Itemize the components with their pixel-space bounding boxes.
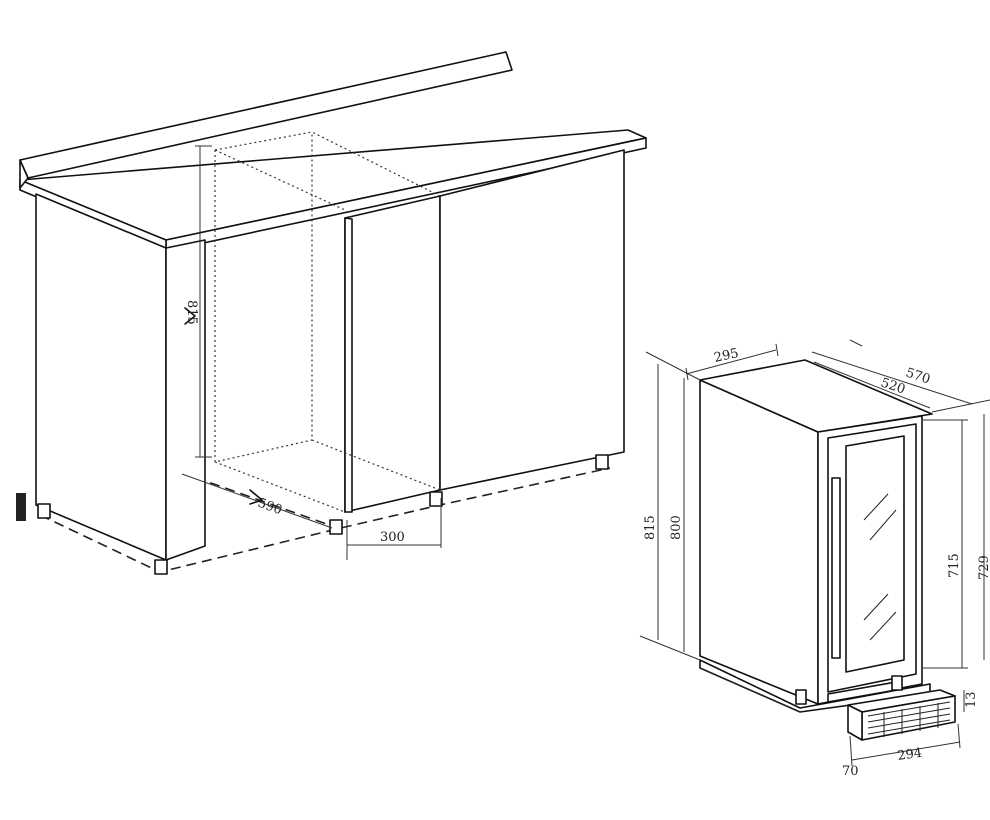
niche-back bbox=[214, 149, 346, 211]
kick-plate: 294 70 13 bbox=[842, 689, 979, 779]
kick-ext-line bbox=[849, 735, 853, 767]
kick-plate-side bbox=[847, 704, 863, 741]
wine-fridge: 295 570 520 815 800 715 729 bbox=[639, 339, 990, 713]
label-kick-width: 294 bbox=[896, 746, 923, 764]
label-door-height-a: 715 bbox=[947, 553, 962, 578]
foot bbox=[595, 454, 609, 470]
label-fridge-height-total: 815 bbox=[643, 515, 658, 540]
cabinet-feet bbox=[16, 454, 609, 575]
right-cabinet-side bbox=[344, 217, 353, 513]
left-cabinet-front bbox=[165, 239, 206, 561]
fridge-side bbox=[699, 379, 819, 705]
foot bbox=[429, 491, 443, 507]
foot bbox=[37, 503, 51, 519]
label-kick-depth: 70 bbox=[842, 764, 859, 779]
backsplash-side bbox=[19, 159, 29, 189]
label-niche-depth: 590 bbox=[256, 496, 284, 519]
left-cabinet-side bbox=[35, 193, 167, 561]
floor-outline bbox=[39, 467, 611, 573]
door-handle bbox=[831, 477, 841, 659]
label-fridge-depth-body: 520 bbox=[879, 376, 907, 398]
right-cabinet-front bbox=[344, 195, 441, 513]
label-fridge-depth-total: 570 bbox=[904, 366, 932, 388]
fridge-foot bbox=[795, 689, 807, 705]
right-cabinet-body bbox=[439, 149, 625, 491]
label-kick-height: 13 bbox=[964, 691, 979, 708]
label-fridge-width: 295 bbox=[713, 346, 740, 366]
foot bbox=[154, 559, 168, 575]
dimension-niche-width: 300 bbox=[346, 498, 442, 560]
label-fridge-height-body: 800 bbox=[669, 515, 684, 540]
label-niche-height: 815 bbox=[184, 300, 199, 325]
fridge-dimensions: 295 570 520 815 800 715 729 bbox=[639, 339, 990, 669]
label-niche-width: 300 bbox=[380, 530, 405, 545]
glass-reflection bbox=[863, 493, 897, 641]
fridge-glass bbox=[845, 435, 905, 673]
label-door-height-b: 729 bbox=[977, 555, 990, 580]
foot bbox=[329, 519, 343, 535]
kick-plate-grille bbox=[867, 701, 951, 737]
fridge-top bbox=[699, 359, 933, 433]
dimension-niche-height: 815 bbox=[184, 145, 212, 458]
kick-width-line bbox=[851, 741, 961, 761]
wall-fixing bbox=[16, 493, 26, 521]
niche-outline bbox=[214, 131, 441, 513]
fridge-foot bbox=[891, 675, 903, 691]
kitchen-cabinet: 815 590 300 bbox=[16, 51, 647, 575]
kick-ext-line bbox=[957, 723, 961, 749]
floor-niche-outline bbox=[179, 471, 336, 528]
